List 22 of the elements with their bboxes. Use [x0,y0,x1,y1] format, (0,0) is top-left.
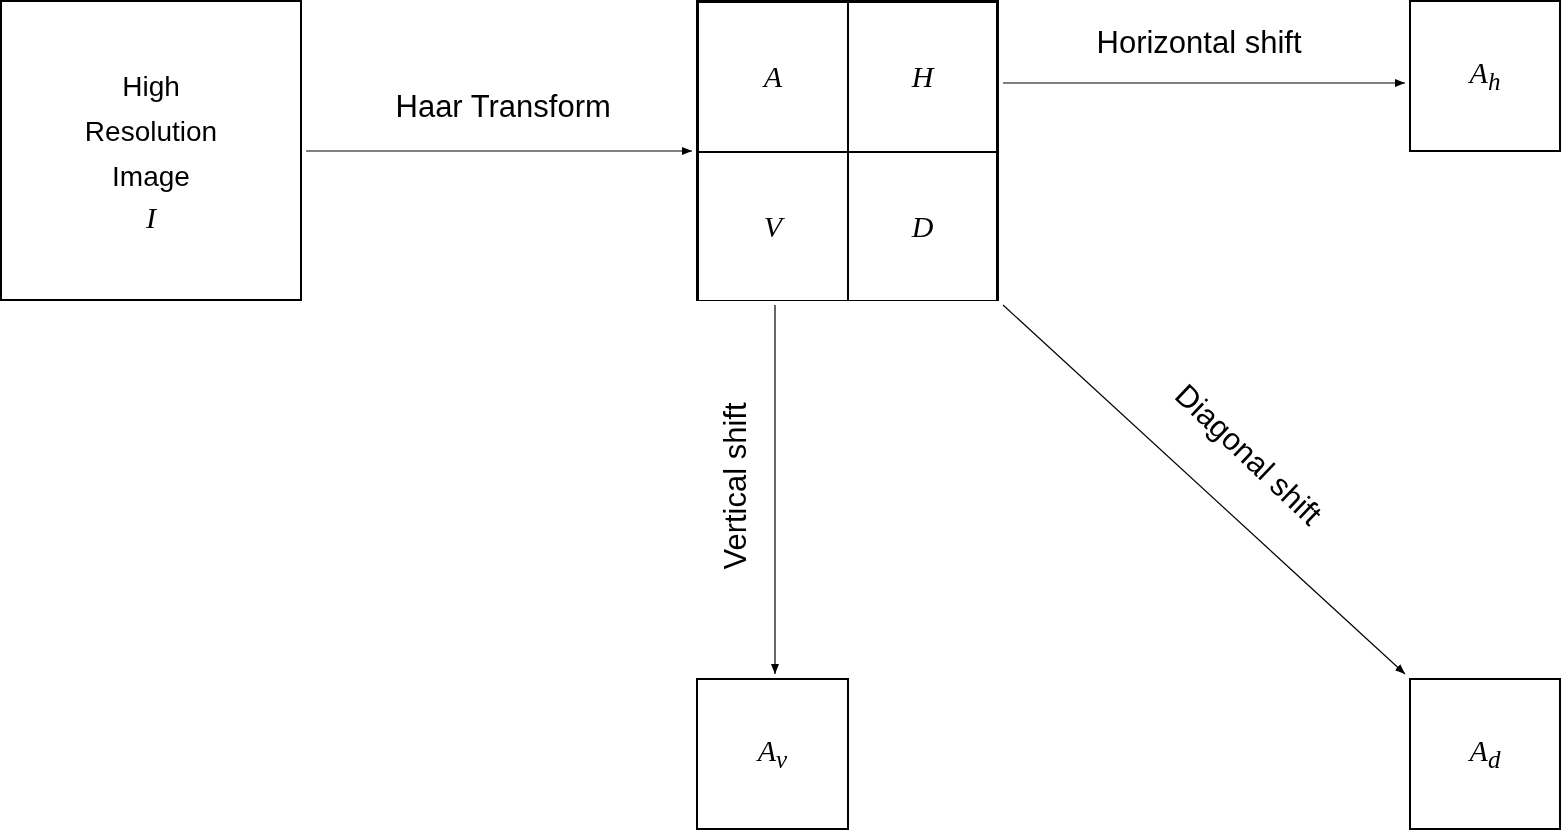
process-box [1409,678,1561,830]
grid-box [696,0,999,301]
math-symbol: I [146,199,156,236]
arrow [771,304,779,675]
math-symbol: A$_{d}$ [1469,733,1501,775]
process-box [696,678,849,830]
math-symbol: A$_{v}$ [757,733,788,775]
arrow [305,147,693,155]
grid-cell [848,152,997,301]
math-symbol: A [763,59,783,95]
grid-cell [698,2,848,152]
arrow [1002,304,1406,675]
grid-cell [848,2,997,152]
process-box [1409,0,1561,152]
math-symbol: D [911,208,934,245]
math-symbol: V [763,208,783,245]
math-symbol: A$_{h}$ [1469,55,1501,97]
grid-cell [698,152,848,301]
math-symbol: H [911,59,934,95]
arrow [1002,79,1406,87]
node-label: High Resolution Image [83,70,219,194]
process-box [0,0,302,301]
